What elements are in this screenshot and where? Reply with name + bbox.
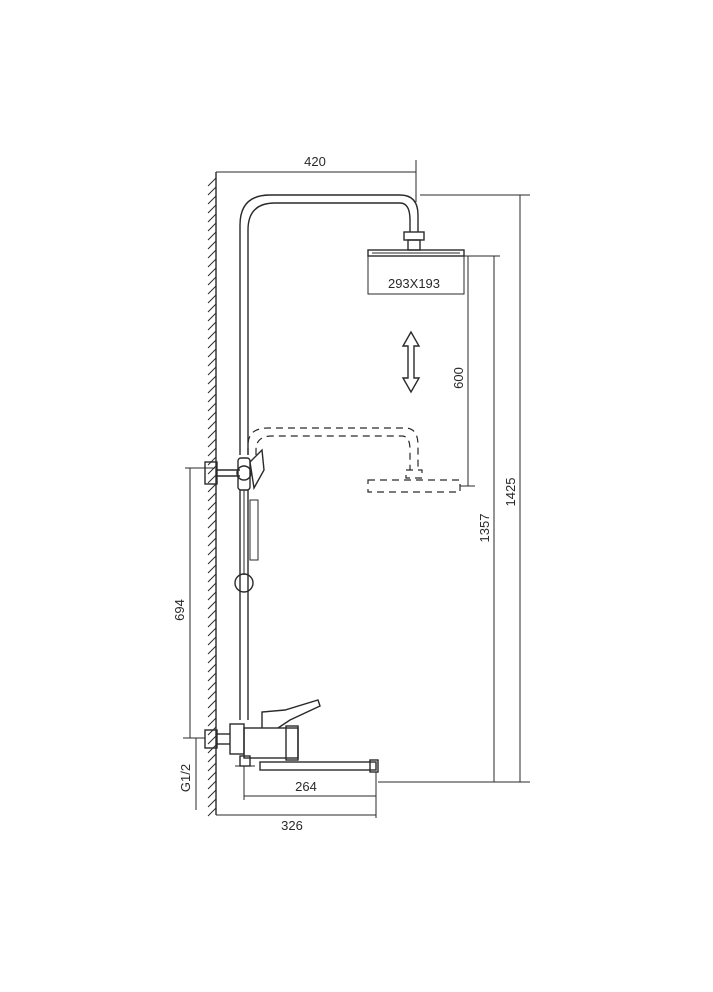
dim-spout-height: 1357 [477, 514, 492, 543]
dim-inlet-thread: G1/2 [178, 764, 193, 792]
overhead-shower-head [367, 231, 465, 295]
dim-bracket-spacing: 694 [172, 599, 187, 621]
dim-adjust-range: 600 [451, 367, 466, 389]
dim-head-size: 293X193 [388, 276, 440, 291]
riser-pipe [239, 194, 419, 720]
dim-spout-reach: 264 [295, 779, 317, 794]
bath-spout [259, 759, 379, 773]
dimension-lines [183, 160, 530, 818]
hand-shower-slider [204, 448, 265, 593]
lowered-shower-head-dashed [247, 427, 461, 493]
wall [207, 172, 217, 817]
dim-top-width: 420 [304, 154, 326, 169]
adjust-arrow-icon [401, 330, 421, 394]
mixer-valve [204, 699, 321, 767]
dim-total-height: 1425 [503, 478, 518, 507]
dim-total-reach: 326 [281, 818, 303, 833]
